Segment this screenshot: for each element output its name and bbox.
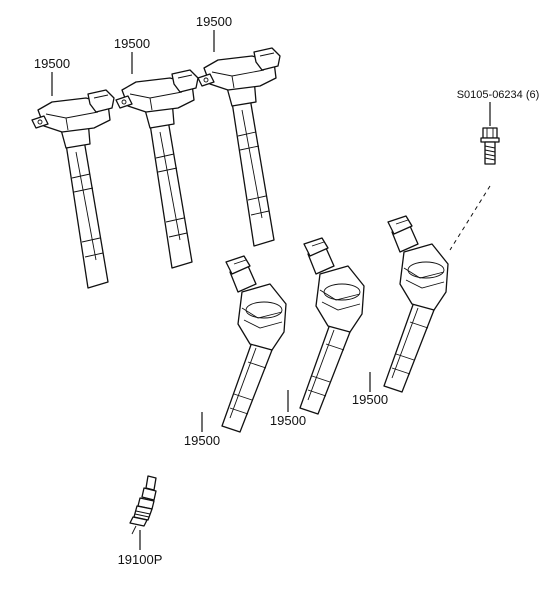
label-coil-bottom-middle: 19500 bbox=[270, 413, 306, 428]
coil-top-middle bbox=[115, 69, 199, 269]
label-coil-bottom-left: 19500 bbox=[184, 433, 220, 448]
bolt bbox=[480, 127, 500, 165]
label-coil-top-middle: 19500 bbox=[114, 36, 150, 51]
label-coil-top-left: 19500 bbox=[34, 56, 70, 71]
label-bolt: S0105-06234 (6) bbox=[457, 89, 540, 101]
label-coil-bottom-right: 19500 bbox=[352, 392, 388, 407]
label-spark-plug: 19100P bbox=[118, 552, 163, 567]
coil-bottom-middle bbox=[299, 237, 365, 415]
bolt-alignment-line bbox=[449, 185, 491, 251]
coil-bottom-right bbox=[383, 215, 449, 393]
label-coil-top-right: 19500 bbox=[196, 14, 232, 29]
coil-top-left bbox=[31, 89, 115, 289]
coil-top-right bbox=[197, 47, 281, 247]
coil-bottom-left bbox=[221, 255, 287, 433]
spark-plug bbox=[129, 475, 157, 535]
